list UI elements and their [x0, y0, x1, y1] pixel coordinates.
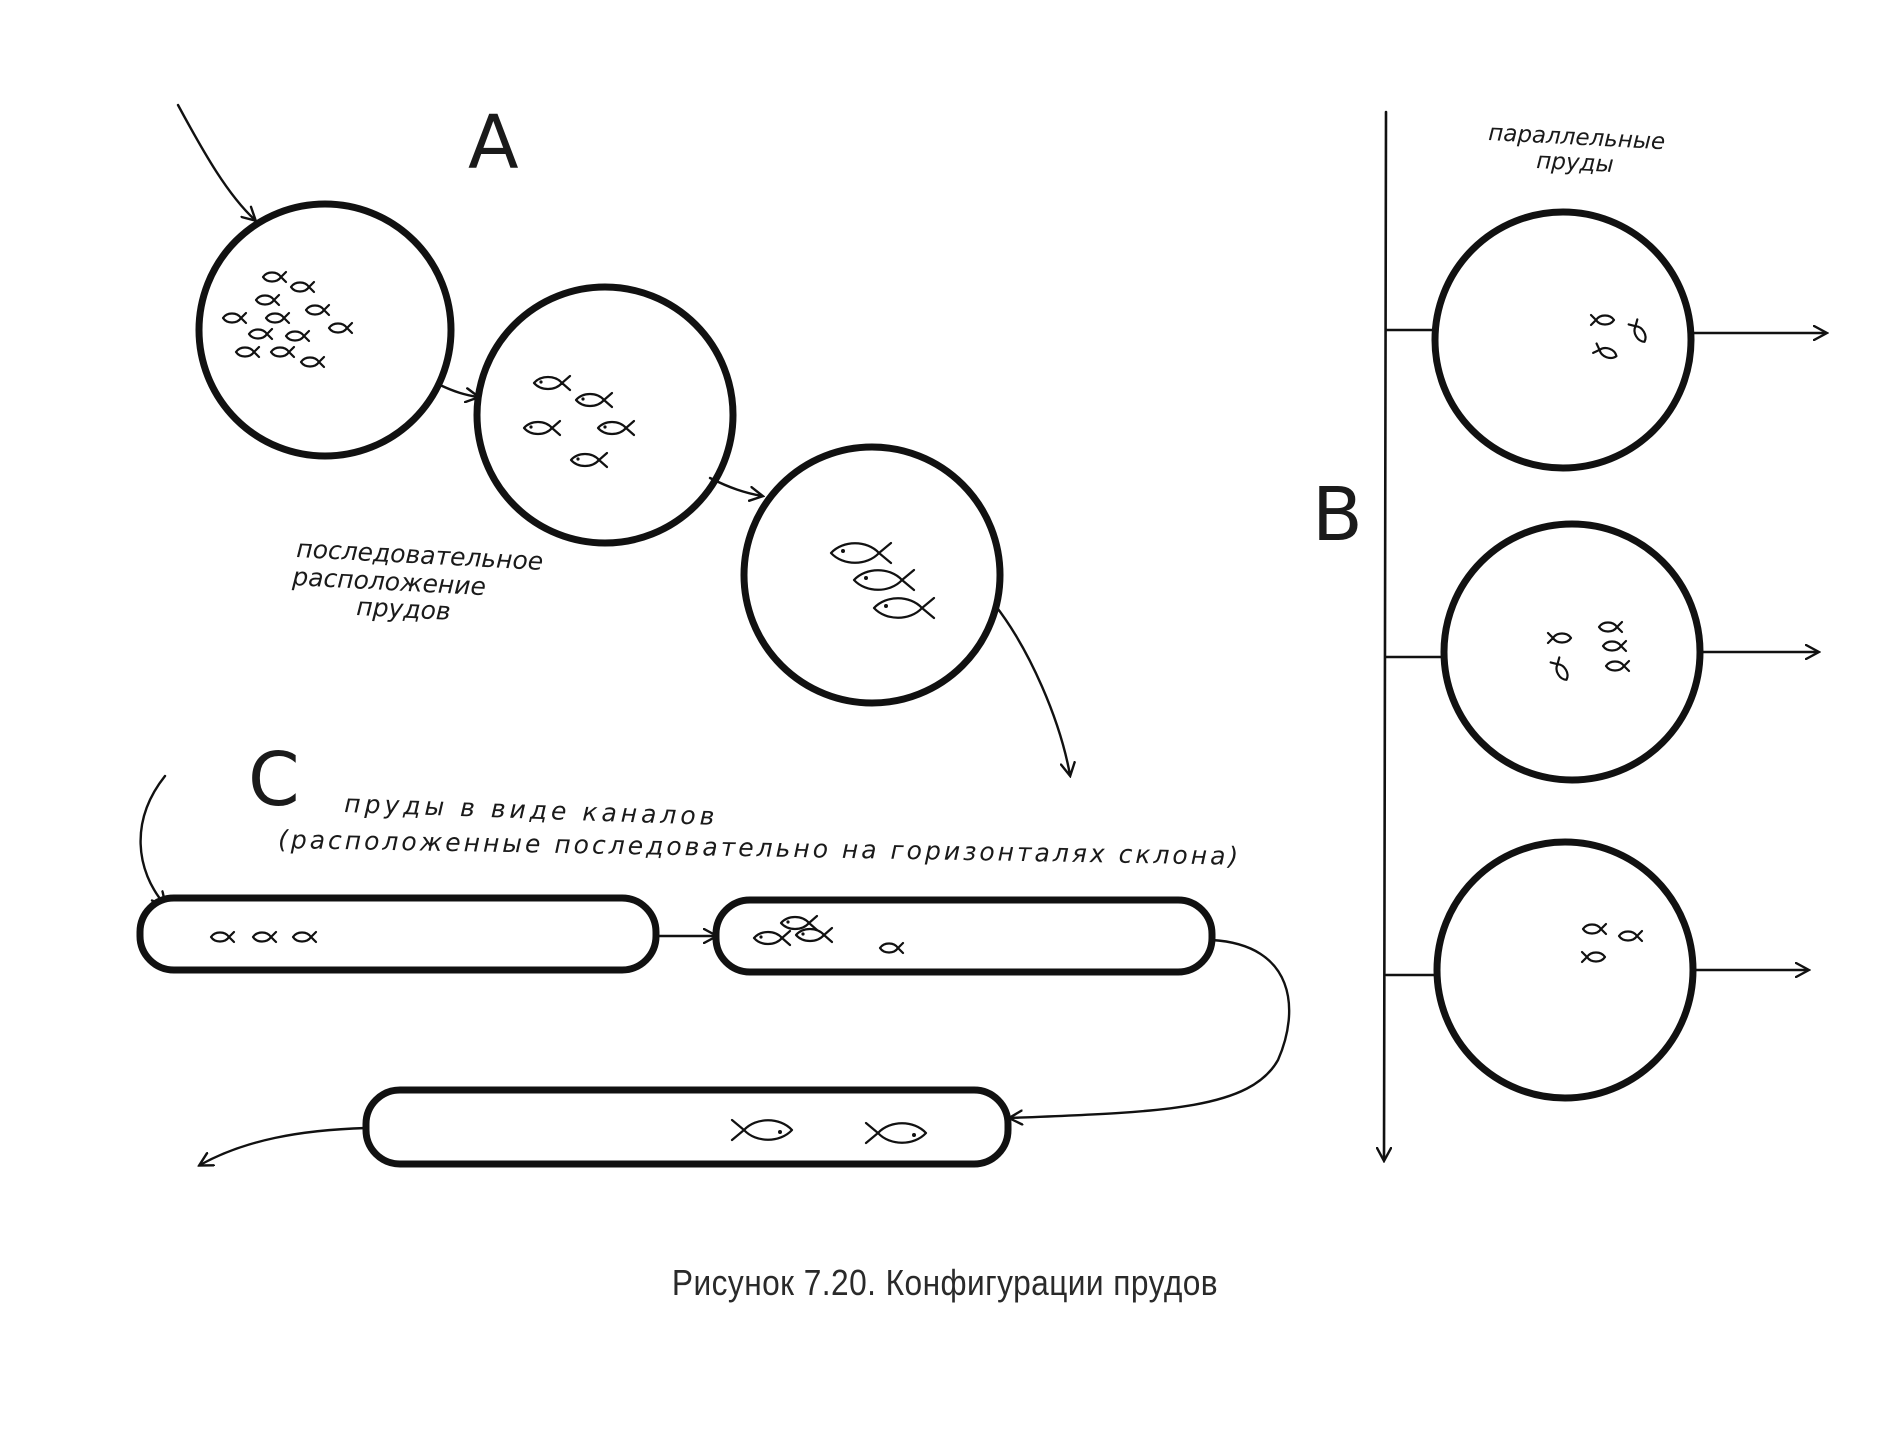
parallel-pond-3 [1433, 838, 1697, 1102]
section-a: A последовательное расположение [176, 100, 1070, 775]
channel-pond-3 [362, 1086, 1012, 1168]
arrow-pond2-to-pond3 [708, 476, 762, 496]
label-b: B [1312, 472, 1363, 558]
label-c: C [248, 737, 300, 823]
arrow-pond1-to-pond2 [438, 383, 478, 397]
parallel-pond-2 [1440, 520, 1704, 784]
main-supply-channel [1384, 110, 1386, 1160]
channel-label-line2: (расположенные последовательно на горизо… [278, 825, 1242, 871]
series-label: последовательное расположение прудов [291, 534, 544, 626]
series-pond-1 [195, 200, 455, 460]
inflow-arrow-c [139, 774, 165, 905]
section-c: C пруды в виде каналов (расположенные по… [136, 737, 1291, 1168]
figure-caption: Рисунок 7.20. Конфигурации прудов [671, 1262, 1219, 1303]
series-pond-3 [740, 443, 1004, 707]
channel-label-line1: пруды в виде каналов [344, 789, 719, 831]
parallel-pond-1 [1431, 208, 1695, 472]
outflow-arrow-c [200, 1126, 368, 1165]
parallel-label-line2: пруды [1536, 148, 1615, 178]
label-a: A [468, 100, 519, 186]
parallel-label: параллельные пруды [1488, 120, 1666, 178]
channel-pond-1 [136, 894, 660, 974]
outflow-arrow-a [993, 603, 1070, 775]
series-label-line3: прудов [356, 592, 452, 626]
channel-pond-2 [712, 896, 1216, 976]
channel-label: пруды в виде каналов (расположенные посл… [278, 789, 1242, 871]
inflow-arrow-a [176, 103, 255, 220]
arrow-channel2-to-channel3 [1010, 938, 1291, 1118]
series-pond-2 [473, 283, 737, 547]
section-b: B параллельные пруды [1312, 110, 1826, 1160]
